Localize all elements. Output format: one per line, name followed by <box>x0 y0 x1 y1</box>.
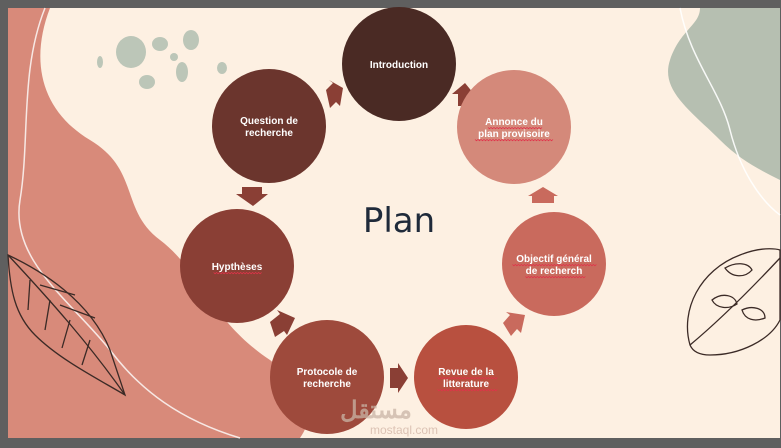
plan-node-circle <box>270 320 384 434</box>
plan-node-label: Introduction <box>370 60 428 71</box>
plan-node-circle <box>502 212 606 316</box>
right-blob-outline <box>679 7 781 216</box>
spellcheck-underline <box>437 388 498 392</box>
flow-arrows <box>236 80 558 393</box>
plan-node-circle <box>212 69 326 183</box>
arrow-objectif-to-revue <box>503 312 525 336</box>
plan-node-label: Question de <box>240 116 298 127</box>
spellcheck-underline <box>437 376 498 380</box>
plan-node-label: recherche <box>245 128 293 139</box>
plan-node-circle <box>342 7 456 121</box>
spellcheck-underline <box>525 275 586 279</box>
plan-node-label: Objectif général <box>516 254 592 265</box>
arrow-annonce-to-objectif <box>528 187 558 203</box>
watermark: مستقل mostaql.com <box>340 397 438 437</box>
left-blob-decoration <box>8 8 309 438</box>
plan-node-label: Hypthèses <box>212 262 263 273</box>
arrow-protocole-to-revue <box>390 363 408 393</box>
plan-node-label: Revue de la <box>438 367 494 378</box>
monstera-leaf-icon <box>686 248 781 356</box>
spellcheck-underline <box>512 263 597 267</box>
watermark-url: mostaql.com <box>370 423 438 437</box>
arrow-introduction-to-annonce <box>452 83 474 106</box>
arrow-question-to-introduction <box>326 80 343 108</box>
plan-node: Hypthèses <box>180 209 294 323</box>
plan-node-label: litterature <box>443 379 490 390</box>
right-blob-decoration <box>668 8 780 180</box>
arrow-question-to-hypotheses <box>236 187 268 206</box>
plan-node-label: Annonce du <box>485 117 543 128</box>
plan-node: Introduction <box>342 7 456 121</box>
leaf-left-icon <box>7 253 127 397</box>
plan-node-circle <box>180 209 294 323</box>
arrow-hypotheses-to-protocole <box>270 310 295 337</box>
plan-node-label: recherche <box>303 379 351 390</box>
spellcheck-underline <box>213 271 262 275</box>
plan-node-circle <box>414 325 518 429</box>
plan-node-circle <box>457 70 571 184</box>
spellcheck-underline <box>487 126 543 130</box>
slide-title: Plan <box>363 201 435 241</box>
plan-node-label: Protocole de <box>297 367 358 378</box>
plan-node-label: de recherch <box>526 266 583 277</box>
plan-node-label: plan provisoire <box>478 129 550 140</box>
watermark-logo-text: مستقل <box>340 397 412 424</box>
left-blob-outline <box>18 7 241 439</box>
spellcheck-underline <box>474 138 554 142</box>
dots-decoration <box>97 30 227 89</box>
